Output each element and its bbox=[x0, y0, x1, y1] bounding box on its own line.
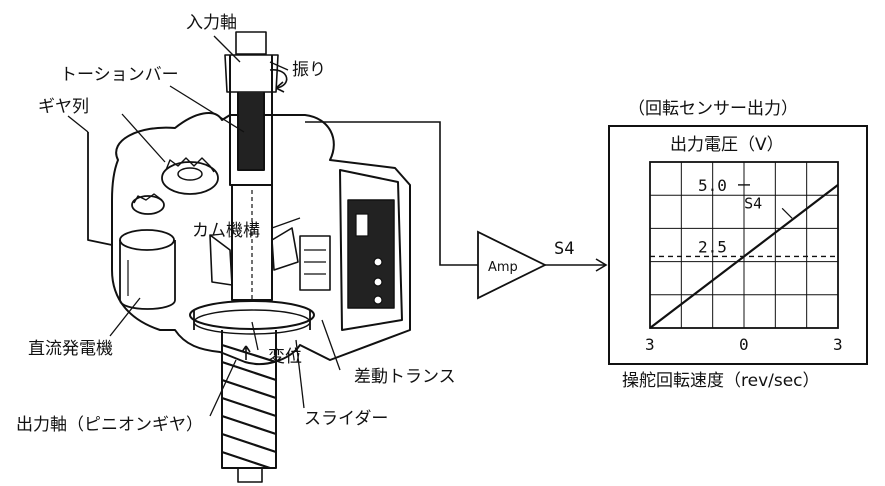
leader-lines bbox=[67, 35, 341, 417]
sensor-output-wire bbox=[305, 121, 478, 266]
slider-ring bbox=[189, 300, 315, 330]
differential-transformer bbox=[339, 169, 403, 331]
gear-bracket bbox=[87, 132, 113, 246]
label-dc-generator: 直流発電機 bbox=[28, 339, 113, 359]
input-shaft bbox=[229, 55, 273, 186]
label-slider: スライダー bbox=[304, 409, 388, 429]
label-s4-signal: S4 bbox=[554, 239, 574, 259]
label-cam-mechanism: カム機構 bbox=[192, 221, 260, 241]
s4-arrow-head bbox=[595, 258, 608, 272]
series-line-s4 bbox=[649, 184, 839, 329]
label-amp: Amp bbox=[488, 260, 518, 275]
graph-frame bbox=[608, 125, 868, 365]
sensor-illustration bbox=[87, 31, 411, 483]
y-tick-label-5-0: 5.0 bbox=[698, 176, 727, 195]
shaft-collar bbox=[224, 54, 279, 93]
gear-large bbox=[161, 161, 219, 195]
amp-triangle bbox=[477, 230, 548, 300]
label-differential-transformer: 差動トランス bbox=[354, 367, 456, 387]
label-input-shaft: 入力軸 bbox=[186, 13, 237, 33]
x-tick-label-center: 0 bbox=[739, 335, 749, 354]
twist-arrow bbox=[269, 69, 288, 89]
pinion-teeth bbox=[221, 343, 277, 470]
label-displacement: 変位 bbox=[268, 347, 302, 367]
signal-path bbox=[305, 121, 608, 300]
label-twist: 振り bbox=[292, 60, 326, 80]
x-tick-label-left: 3 bbox=[645, 335, 655, 354]
label-torsion-bar: トーションバー bbox=[60, 65, 179, 85]
torsion-bar-core bbox=[237, 92, 265, 171]
x-tick-label-right: 3 bbox=[833, 335, 843, 354]
shaft-cap bbox=[235, 31, 267, 55]
transformer-coils bbox=[299, 235, 331, 291]
graph-outer-box bbox=[608, 125, 868, 365]
y-tick-label-2-5: 2.5 bbox=[698, 237, 727, 256]
gear-small bbox=[131, 195, 165, 215]
label-gear-train: ギヤ列 bbox=[38, 97, 89, 117]
text-labels: 入力軸 トーションバー 振り ギヤ列 カム機構 直流発電機 変位 差動トランス … bbox=[16, 13, 820, 435]
cam-mechanism bbox=[209, 227, 299, 286]
housing-outline bbox=[111, 112, 411, 366]
graph-title: 出力電圧（V） bbox=[670, 135, 784, 155]
series-label-s4: S4 bbox=[744, 194, 762, 212]
graph-header: （回転センサー出力） bbox=[628, 99, 798, 119]
label-output-shaft: 出力軸（ピニオンギヤ） bbox=[16, 415, 203, 435]
series-label-leader bbox=[781, 207, 793, 219]
x-axis-label: 操舵回転速度（rev/sec） bbox=[622, 371, 820, 391]
displacement-arrow bbox=[241, 345, 251, 360]
plot-area: S4 5.0 2.5 3 0 3 bbox=[645, 161, 843, 354]
dc-generator-body bbox=[119, 240, 176, 310]
